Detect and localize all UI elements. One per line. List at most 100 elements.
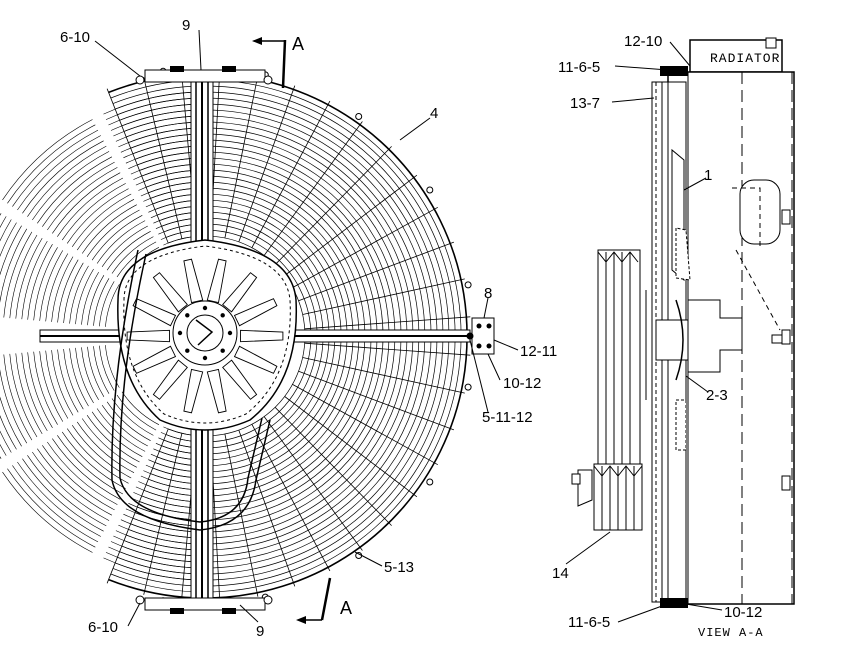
guard-rib <box>274 146 392 265</box>
callout-10-12-mid: 10-12 <box>503 375 541 392</box>
wedge-ring <box>76 199 135 251</box>
hub-bolt-hole <box>220 348 225 353</box>
view-label: VIEW A-A <box>698 626 764 640</box>
guard-rib <box>284 396 418 498</box>
wedge-ring <box>0 219 12 242</box>
wedge-ring <box>3 354 33 441</box>
wedge-ring <box>2 119 93 201</box>
guard-rib <box>143 77 183 239</box>
wedge-ring <box>116 394 157 431</box>
wedge-ring <box>3 231 33 318</box>
wedge-ring <box>87 275 105 326</box>
wedge-ring <box>101 405 148 447</box>
wedge-ring <box>42 161 115 227</box>
wedge-ring <box>71 193 132 247</box>
wedge-ring <box>91 411 143 457</box>
wedge-ring <box>66 428 129 484</box>
wedge-ring <box>57 349 79 413</box>
guard-wedge-shading <box>0 91 203 581</box>
guard-rib <box>302 278 465 315</box>
fan-blade <box>152 272 188 313</box>
fan-blade <box>222 272 258 313</box>
hub-bolt-hole <box>177 330 183 336</box>
wedge-ring <box>51 256 74 322</box>
callout-1: 1 <box>704 167 712 184</box>
callout-8: 8 <box>484 285 492 302</box>
guard-rib <box>304 342 471 356</box>
guard-rib <box>251 424 331 572</box>
wedge-ring <box>17 461 101 537</box>
wedge-ring <box>96 408 146 452</box>
rim-bolt <box>355 113 363 120</box>
wedge-ring <box>32 151 110 221</box>
callout-labels: 6-10 9 A 4 8 12-11 10-12 5-11-12 5-13 A … <box>60 17 779 640</box>
callout-section-a-top: A <box>292 34 304 54</box>
wedge-ring <box>45 350 69 419</box>
wedge-ring <box>93 346 110 394</box>
top-mounting-bracket <box>135 66 273 85</box>
callout-section-a-bottom: A <box>340 598 352 618</box>
wedge-ring <box>69 265 89 324</box>
wedge-ring <box>15 237 43 319</box>
wedge-ring <box>0 430 12 453</box>
wedge-ring <box>99 345 115 391</box>
fan-blade <box>132 345 177 374</box>
wedge-ring <box>81 271 99 325</box>
wedge-ring <box>57 177 124 237</box>
guard-rib <box>304 316 471 330</box>
fan-drive-section <box>639 290 743 400</box>
wedge-ring <box>63 348 84 410</box>
wedge-ring <box>91 215 143 261</box>
wedge-ring <box>27 352 53 428</box>
wedge-ring <box>96 220 146 264</box>
hub-bolt-hole <box>227 330 233 336</box>
callout-11-6-5-bottom: 11-6-5 <box>568 614 610 631</box>
fan-hub-assembly <box>117 239 298 431</box>
fan-blade <box>206 368 227 414</box>
wedge-ring <box>22 458 104 532</box>
wedge-ring <box>7 124 96 204</box>
wedge-ring <box>0 222 17 258</box>
callout-12-11: 12-11 <box>520 343 557 360</box>
wedge-ring <box>9 234 38 319</box>
fan-blade <box>206 258 227 304</box>
lifting-handle <box>111 249 271 531</box>
guard-rib <box>238 429 296 587</box>
fan-blade <box>183 258 204 304</box>
fan-blade <box>152 359 188 400</box>
wedge-ring <box>116 241 157 278</box>
fan-blade <box>240 329 284 343</box>
wedge-ring <box>39 351 64 422</box>
wedge-ring <box>9 353 38 438</box>
wedge-ring <box>81 204 137 254</box>
wedge-ring <box>106 231 151 271</box>
guard-rib <box>106 428 169 584</box>
wedge-ring <box>106 401 151 441</box>
guard-rib <box>263 416 363 551</box>
wedge-ring <box>75 268 94 325</box>
guard-rib <box>298 241 455 302</box>
fan-blade <box>126 329 170 343</box>
callout-14: 14 <box>552 565 569 582</box>
fan-guard-section <box>571 249 643 531</box>
wedge-ring <box>61 183 126 241</box>
wedge-ring <box>87 346 105 397</box>
wedge-ring <box>47 441 118 505</box>
callout-13-7: 13-7 <box>570 95 600 112</box>
wedge-ring <box>86 209 140 257</box>
section-view-a-a <box>565 37 795 623</box>
hub-bolt-hole <box>202 305 208 311</box>
wedge-ring <box>0 396 22 447</box>
wedge-ring <box>81 418 137 468</box>
wedge-ring <box>27 244 53 320</box>
bottom-mounting-bracket <box>135 595 273 614</box>
wedge-ring <box>66 188 129 244</box>
guard-rib <box>238 85 296 243</box>
rim-bolt <box>464 281 472 289</box>
wedge-ring <box>39 250 64 321</box>
guard-rib <box>224 433 259 597</box>
wedge-ring <box>52 172 121 234</box>
wedge-ring <box>105 345 120 388</box>
wedge-ring <box>37 448 113 516</box>
rim-bolt <box>426 186 434 194</box>
